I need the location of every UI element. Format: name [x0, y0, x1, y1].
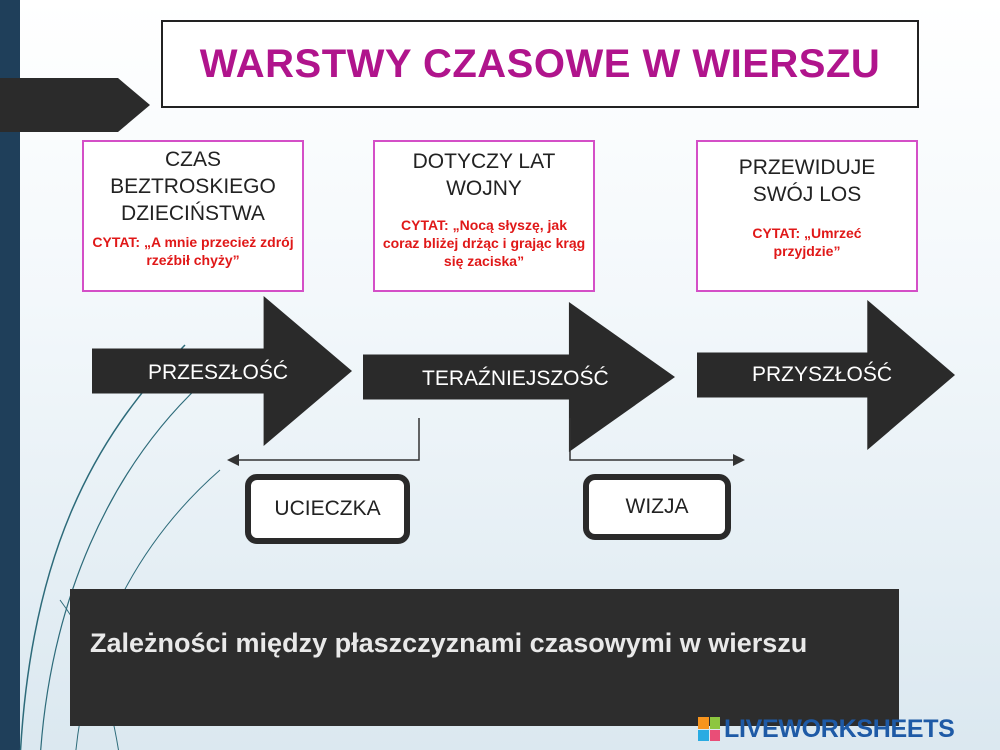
card-past: CZAS BEZTROSKIEGO DZIECIŃSTWA CYTAT: „A …	[82, 140, 304, 292]
relation-escape: UCIECZKA	[245, 474, 410, 544]
card-quote: CYTAT: „A mnie przecież zdrój rzeźbił ch…	[92, 234, 294, 268]
page-title: WARSTWY CZASOWE W WIERSZU	[199, 41, 881, 86]
arrow-label-future: PRZYSZŁOŚĆ	[752, 363, 893, 386]
card-heading: PRZEWIDUJE SWÓJ LOS	[738, 156, 876, 206]
arrow-label-past: PRZESZŁOŚĆ	[148, 361, 289, 384]
title-box: WARSTWY CZASOWE W WIERSZU	[161, 20, 919, 108]
relation-label: WIZJA	[625, 495, 689, 518]
left-accent-bar	[0, 0, 20, 750]
brand-text: LIVEWORKSHEETS	[724, 714, 955, 743]
relation-label: UCIECZKA	[274, 497, 381, 520]
caption-text: Zależności między płaszczyznami czasowym…	[90, 628, 808, 658]
relation-vision: WIZJA	[583, 474, 731, 540]
brand-watermark: LIVEWORKSHEETS	[698, 714, 955, 743]
card-quote: CYTAT: „Nocą słyszę, jak coraz bliżej dr…	[382, 217, 586, 269]
card-heading: CZAS BEZTROSKIEGO DZIECIŃSTWA	[110, 148, 276, 225]
card-quote: CYTAT: „Umrzeć przyjdzie”	[752, 225, 862, 259]
card-future: PRZEWIDUJE SWÓJ LOS CYTAT: „Umrzeć przyj…	[696, 140, 918, 292]
card-present: DOTYCZY LAT WOJNY CYTAT: „Nocą słyszę, j…	[373, 140, 595, 292]
caption-box: Zależności między płaszczyznami czasowym…	[70, 589, 899, 726]
card-heading: DOTYCZY LAT WOJNY	[412, 150, 556, 200]
brand-logo-icon	[698, 717, 720, 741]
arrow-label-present: TERAŹNIEJSZOŚĆ	[422, 367, 609, 390]
header-notch-arrow	[0, 78, 150, 132]
